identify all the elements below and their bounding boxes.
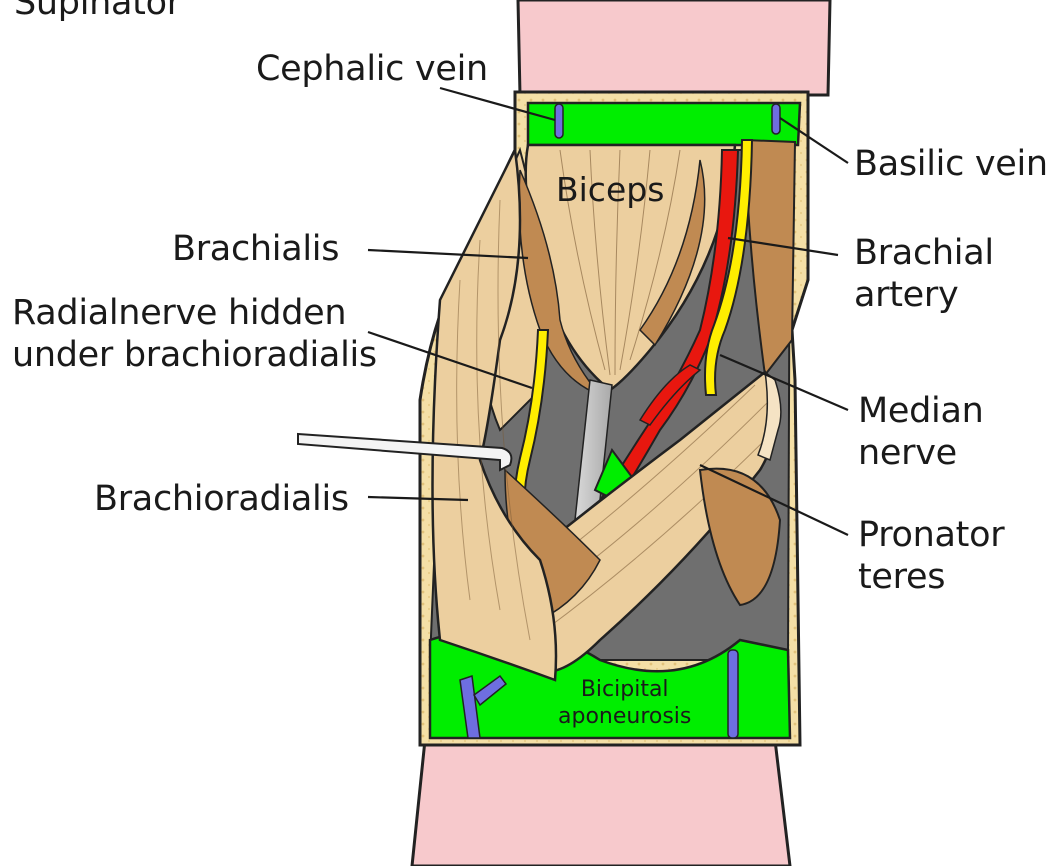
cephalic-vein [555, 104, 563, 138]
basilic-vein [772, 104, 780, 134]
label-bicipital-aponeurosis: Bicipital aponeurosis [558, 676, 691, 730]
label-brachioradialis: Brachioradialis [94, 478, 349, 520]
upper-arm-skin [518, 0, 830, 95]
forearm-skin [412, 740, 790, 866]
forearm-vein-right [728, 650, 738, 738]
label-radial-nerve: Radialnerve hidden under brachioradialis [12, 292, 377, 376]
fascia-top [528, 103, 800, 145]
label-median-nerve: Median nerve [858, 390, 984, 474]
label-brachialis: Brachialis [172, 228, 339, 270]
label-basilic-vein: Basilic vein [854, 143, 1048, 185]
label-pronator-teres: Pronator teres [858, 514, 1004, 598]
label-supinator: Supinator [14, 0, 181, 24]
label-brachial-artery: Brachial artery [854, 232, 994, 316]
label-cephalic-vein: Cephalic vein [256, 48, 488, 90]
label-biceps: Biceps [556, 170, 664, 209]
